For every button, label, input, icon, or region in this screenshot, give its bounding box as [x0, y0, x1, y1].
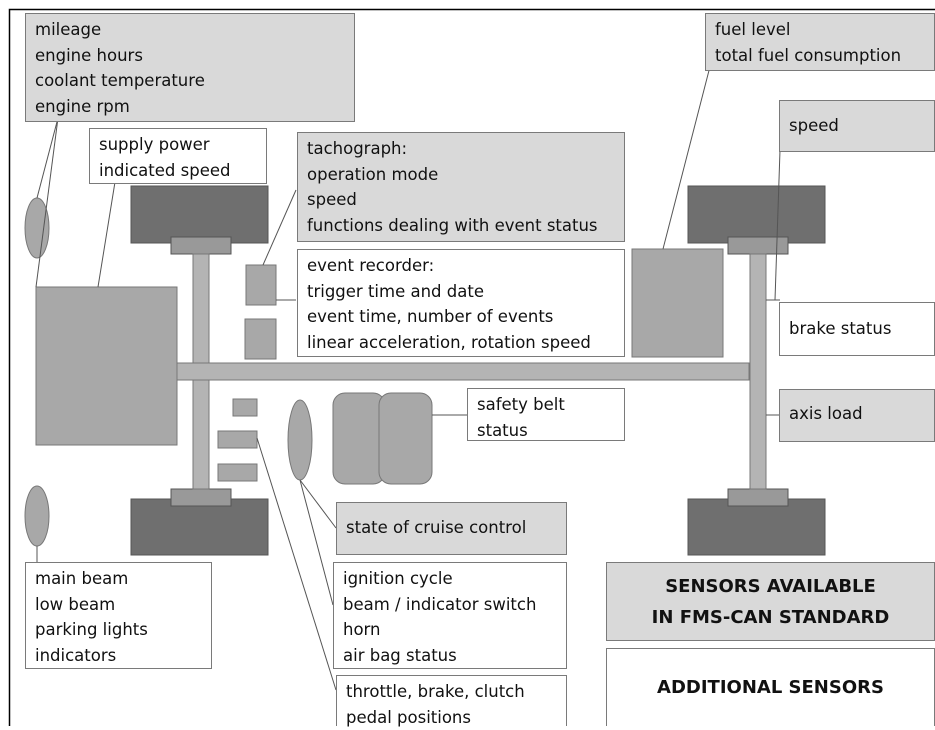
line-cruise — [300, 480, 336, 528]
ignition-label: ignition cycle beam / indicator switch h… — [333, 562, 567, 669]
hub-rear-left — [728, 237, 788, 254]
legend-fms-sensors: SENSORS AVAILABLE IN FMS-CAN STANDARD — [606, 562, 935, 641]
fuel-level-label: fuel level total fuel consumption — [705, 13, 935, 71]
pedal-clutch — [233, 399, 257, 416]
engine-block — [36, 287, 177, 445]
line-supply-engine — [98, 182, 115, 287]
rear-axle — [750, 254, 766, 489]
brake-status-label: brake status — [779, 302, 935, 356]
headlight-right — [25, 486, 49, 546]
tachograph-unit — [246, 265, 276, 305]
fuel-tank — [632, 249, 723, 357]
hub-rear-right — [728, 489, 788, 506]
wheel-front-right — [131, 499, 268, 555]
engine-data-label: mileage engine hours coolant temperature… — [25, 13, 355, 122]
cruise-control-label: state of cruise control — [336, 502, 567, 555]
hub-front-right — [171, 489, 231, 506]
event-recorder-unit — [245, 319, 276, 359]
hub-front-left — [171, 237, 231, 254]
lights-label: main beam low beam parking lights indica… — [25, 562, 212, 669]
line-engine-headlight — [37, 118, 58, 198]
pedal-throttle — [218, 464, 257, 481]
safety-belt-label: safety belt status — [467, 388, 625, 441]
wheel-rear-left — [688, 186, 825, 243]
axis-load-label: axis load — [779, 389, 935, 442]
tachograph-label: tachograph: operation mode speed functio… — [297, 132, 625, 242]
seat-right — [379, 393, 432, 484]
wheel-rear-right — [688, 499, 825, 555]
pedal-brake — [218, 431, 257, 448]
event-recorder-label: event recorder: trigger time and date ev… — [297, 249, 625, 357]
pedal-positions-label: throttle, brake, clutch pedal positions — [336, 675, 567, 726]
legend-additional-sensors: ADDITIONAL SENSORS — [606, 648, 935, 726]
seat-left — [333, 393, 385, 484]
wheel-front-left — [131, 186, 268, 243]
line-ignition — [300, 480, 333, 605]
steering-wheel — [288, 400, 312, 480]
supply-power-label: supply power indicated speed — [89, 128, 267, 184]
speed-label: speed — [779, 100, 935, 152]
headlight-left — [25, 198, 49, 258]
drive-shaft — [176, 363, 749, 380]
